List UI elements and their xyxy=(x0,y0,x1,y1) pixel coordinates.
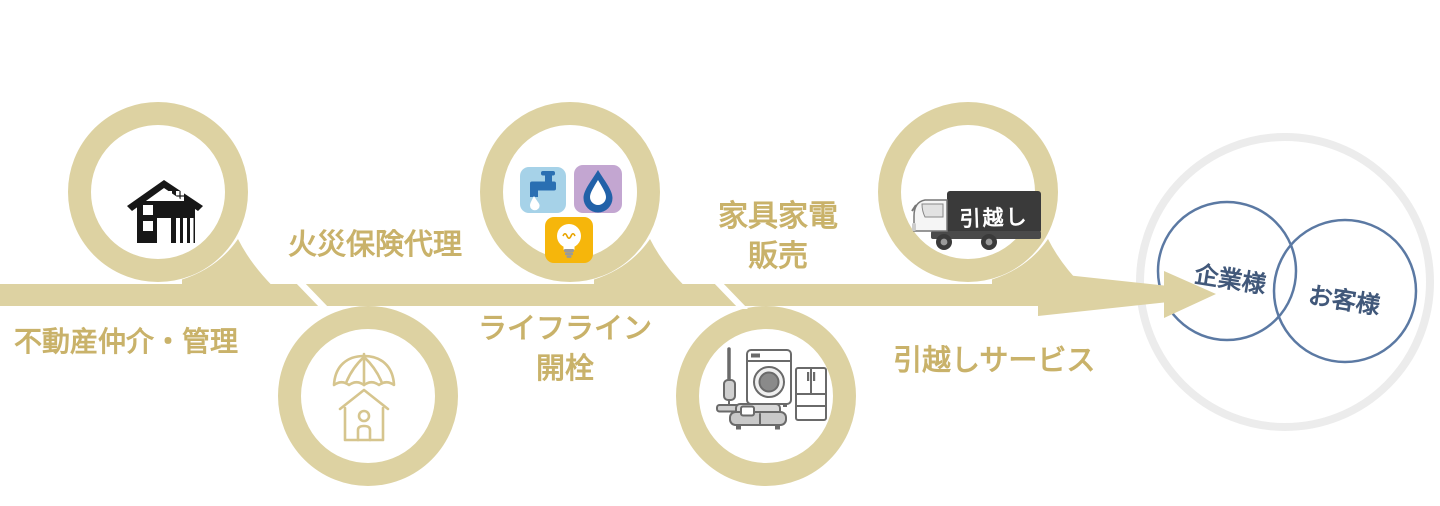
venn-outer-gray-circle xyxy=(1136,133,1434,431)
venn-right-circle xyxy=(1272,218,1418,364)
moving-truck-icon xyxy=(911,191,1041,250)
ribbon-cross-gap-2 xyxy=(294,281,330,309)
loop-ring-1 xyxy=(68,102,248,282)
step-label-furniture: 家具家電 販売 xyxy=(678,197,878,277)
venn-left-circle xyxy=(1156,200,1298,342)
loop-ring-5 xyxy=(878,102,1058,282)
step-label-lifeline-line2: 開栓 xyxy=(535,351,594,385)
utilities-icon xyxy=(520,165,622,263)
arrow-shaft xyxy=(1038,272,1178,316)
step-label-real-estate: 不動産仲介・管理 xyxy=(14,325,239,358)
ribbon-cross-gap-4 xyxy=(712,281,748,309)
step-label-fire-insurance: 火災保険代理 xyxy=(288,227,463,261)
step-label-furniture-line1: 家具家電 xyxy=(718,199,838,234)
step-label-lifeline-line1: ライフライン xyxy=(477,311,652,345)
appliances-icon xyxy=(716,347,827,430)
loop-tail-1 xyxy=(182,239,272,286)
loop-ring-3 xyxy=(480,102,660,282)
step-label-lifeline: ライフライン 開栓 xyxy=(465,308,665,388)
step-label-moving: 引越しサービス xyxy=(893,343,1096,377)
truck-box-text: 引越し xyxy=(959,204,1029,232)
ribbon-band xyxy=(0,284,1048,306)
umbrella-house-icon xyxy=(332,352,396,442)
house-icon xyxy=(127,180,203,243)
loop-ring-2 xyxy=(278,306,458,486)
loop-tail-3 xyxy=(594,239,684,286)
loop-ring-4 xyxy=(676,306,856,486)
arrow-head-icon xyxy=(1164,271,1216,318)
step-label-furniture-line2: 販売 xyxy=(748,239,808,274)
loop-tail-5 xyxy=(992,239,1082,286)
